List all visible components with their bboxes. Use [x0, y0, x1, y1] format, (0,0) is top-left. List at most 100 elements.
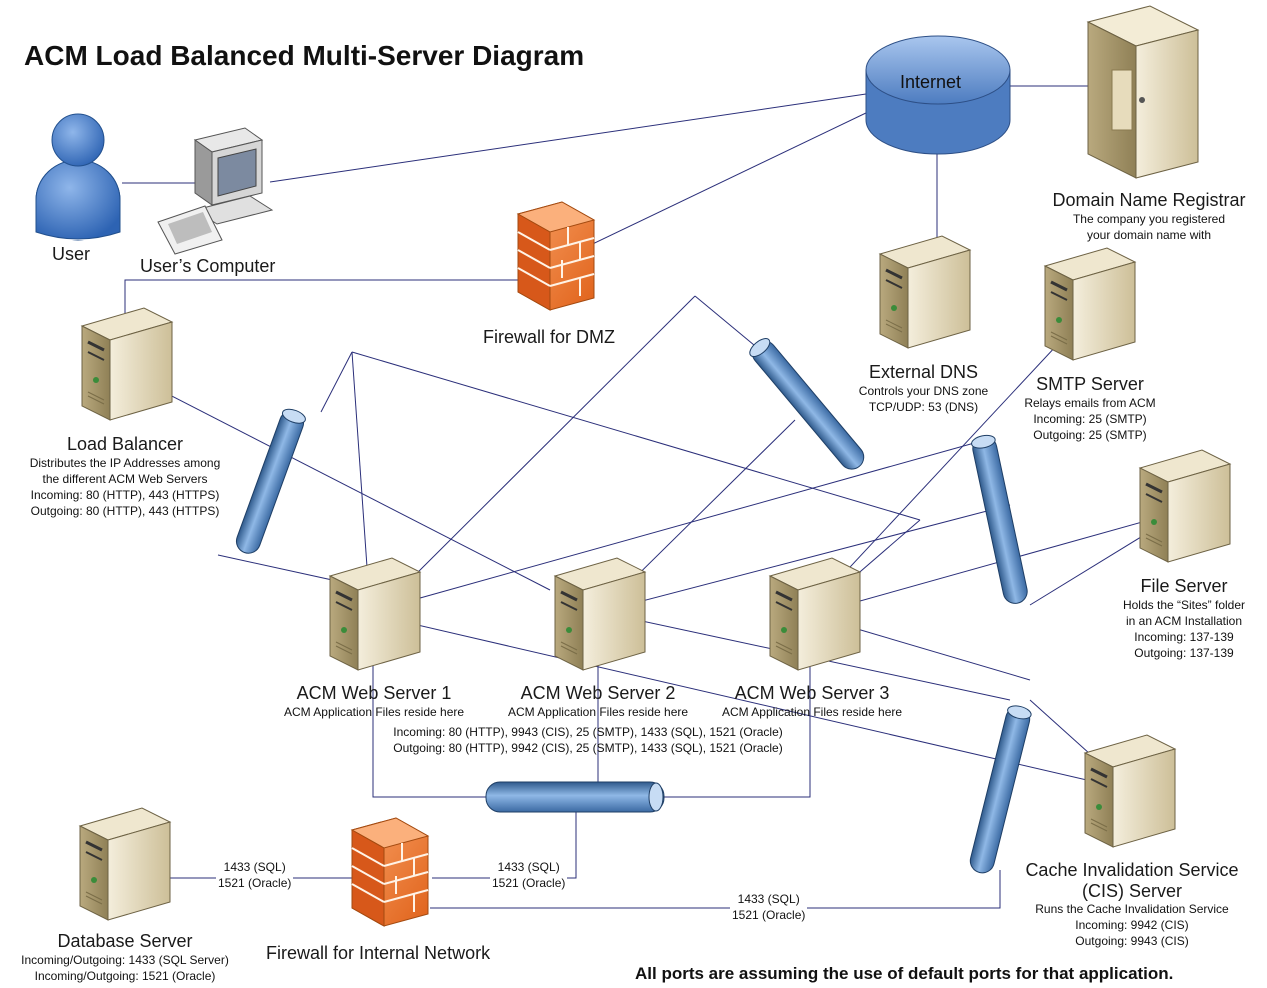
internet-label: Internet [900, 72, 962, 92]
cis-server-icon [1083, 733, 1177, 849]
web1-to-db-pipe-line [372, 612, 488, 798]
cis-server-line: Incoming: 9942 (CIS) [1075, 918, 1189, 933]
database-server-icon [78, 806, 172, 922]
file-server-title: File Server [1140, 576, 1228, 596]
cis-server-line: Runs the Cache Invalidation Service [1035, 902, 1229, 917]
database-server-label: Database Server Incoming/Outgoing: 1433 … [8, 931, 242, 984]
load-balancer-title: Load Balancer [66, 434, 184, 454]
smtp-server-line: Relays emails from ACM [1024, 395, 1156, 410]
registrar-label: Domain Name Registrar The company you re… [1040, 190, 1258, 243]
database-server-line: Incoming/Outgoing: 1433 (SQL Server) [21, 952, 229, 967]
cis-server-title: Cache Invalidation Service [1025, 860, 1239, 880]
pipe-lb [235, 408, 306, 554]
web-server-2-icon [553, 556, 647, 672]
diamond-line-b [389, 295, 696, 601]
web-server-3-label: ACM Web Server 3 ACM Application Files r… [710, 683, 914, 720]
user-icon [35, 113, 121, 241]
external-dns-title: External DNS [868, 362, 979, 382]
file-server-line: Outgoing: 137-139 [1134, 645, 1234, 660]
port-label-line: 1521 (Oracle) [218, 876, 292, 890]
firewall-dmz-icon [517, 201, 595, 311]
registrar-title: Domain Name Registrar [1052, 190, 1246, 210]
diamond-line-a [351, 351, 921, 521]
smtp-pipe-to-web1-line [369, 439, 986, 613]
user-label: User [52, 244, 90, 265]
web-server-2-title: ACM Web Server 2 [520, 683, 676, 703]
external-dns-line: TCP/UDP: 53 (DNS) [868, 399, 979, 414]
smtp-server-line: Incoming: 25 (SMTP) [1033, 411, 1147, 426]
smtp-server-line: Outgoing: 25 (SMTP) [1033, 427, 1147, 442]
db-firewall-port-label: 1433 (SQL) 1521 (Oracle) [216, 859, 294, 891]
firewall-dmz-title: Firewall for DMZ [483, 327, 616, 347]
web-server-3-icon [768, 556, 862, 672]
cis-server-label: Cache Invalidation Service (CIS) Server … [1008, 860, 1256, 949]
web-server-1-icon [328, 556, 422, 672]
smtp-server-label: SMTP Server Relays emails from ACM Incom… [1012, 374, 1168, 443]
external-dns-server-icon [878, 234, 972, 350]
firewall-dmz-to-internet-line [554, 111, 869, 263]
web-server-3-sub: ACM Application Files reside here [721, 704, 903, 719]
web-server-2-label: ACM Web Server 2 ACM Application Files r… [496, 683, 700, 720]
port-label-line: 1433 (SQL) [223, 860, 286, 874]
firewall-dmz-label: Firewall for DMZ [483, 327, 615, 348]
registrar-line: The company you registered [1072, 211, 1226, 226]
load-balancer-line: the different ACM Web Servers [42, 471, 208, 486]
pipe-smtp [971, 434, 1028, 604]
smtp-server-title: SMTP Server [1036, 374, 1144, 394]
web-server-ports-label: Incoming: 80 (HTTP), 9943 (CIS), 25 (SMT… [372, 724, 804, 756]
file-server-label: File Server Holds the “Sites” folder in … [1108, 576, 1260, 661]
load-balancer-server-icon [80, 306, 174, 422]
firewall-internal-title: Firewall for Internal Network [266, 943, 491, 963]
load-balancer-line: Outgoing: 80 (HTTP), 443 (HTTPS) [30, 503, 220, 518]
cis-server-line: Outgoing: 9943 (CIS) [1075, 934, 1189, 949]
port-label-line: 1433 (SQL) [497, 860, 560, 874]
firewall-internal-label: Firewall for Internal Network [266, 943, 490, 964]
user-title: User [52, 244, 91, 264]
users-computer-label: User’s Computer [140, 256, 275, 277]
web-ports-incoming: Incoming: 80 (HTTP), 9943 (CIS), 25 (SMT… [393, 725, 783, 739]
database-server-line: Incoming/Outgoing: 1521 (Oracle) [34, 968, 216, 983]
database-server-title: Database Server [57, 931, 193, 951]
web-server-2-sub: ACM Application Files reside here [507, 704, 689, 719]
web-server-1-title: ACM Web Server 1 [296, 683, 452, 703]
port-label-line: 1521 (Oracle) [732, 908, 806, 922]
smtp-pipe-to-web2-line [599, 504, 1011, 613]
firewall-pipe-port-label: 1433 (SQL) 1521 (Oracle) [490, 859, 568, 891]
load-balancer-line: Incoming: 80 (HTTP), 443 (HTTPS) [30, 487, 220, 502]
registrar-line: your domain name with [1086, 227, 1212, 242]
file-server-line: Incoming: 137-139 [1134, 629, 1234, 644]
load-balancer-label: Load Balancer Distributes the IP Address… [16, 434, 234, 519]
file-server-line: Holds the “Sites” folder [1122, 597, 1246, 612]
users-computer-title: User’s Computer [140, 256, 276, 276]
file-server-icon [1138, 448, 1232, 564]
external-dns-label: External DNS Controls your DNS zone TCP/… [846, 362, 1001, 415]
web3-to-db-pipe-line [663, 615, 811, 798]
web-server-3-title: ACM Web Server 3 [734, 683, 890, 703]
computer-icon [157, 127, 274, 255]
connection-lines [122, 85, 1186, 909]
diagram-title: ACM Load Balanced Multi-Server Diagram [24, 40, 585, 71]
firewall-dmz-to-load-balancer-line [124, 261, 556, 372]
web-server-1-sub: ACM Application Files reside here [283, 704, 465, 719]
internet-cloud [865, 35, 1011, 155]
db-pipe-to-firewall-line [432, 812, 577, 879]
smtp-server-icon [1043, 246, 1137, 362]
pipe-database [485, 781, 665, 813]
file-server-line: in an ACM Installation [1125, 613, 1243, 628]
load-balancer-line: Distributes the IP Addresses among [29, 455, 221, 470]
port-label-line: 1521 (Oracle) [492, 876, 566, 890]
web-server-1-label: ACM Web Server 1 ACM Application Files r… [272, 683, 476, 720]
firewall-internal-icon [351, 817, 429, 927]
cis-server-title: (CIS) Server [1081, 880, 1182, 901]
smtp-to-web3-line [809, 314, 1086, 611]
firewall-cis-port-label: 1433 (SQL) 1521 (Oracle) [730, 891, 808, 923]
computer-to-internet-line [269, 93, 867, 183]
registrar-server-icon [1086, 5, 1200, 179]
footer-note: All ports are assuming the use of defaul… [635, 964, 1174, 983]
firewall-to-cis-line [430, 870, 1001, 909]
pipe-cis [969, 705, 1032, 874]
web-ports-outgoing: Outgoing: 80 (HTTP), 9942 (CIS), 25 (SMT… [393, 741, 783, 755]
lb-to-web2-line [124, 371, 551, 591]
pipe-dmz [749, 338, 865, 470]
